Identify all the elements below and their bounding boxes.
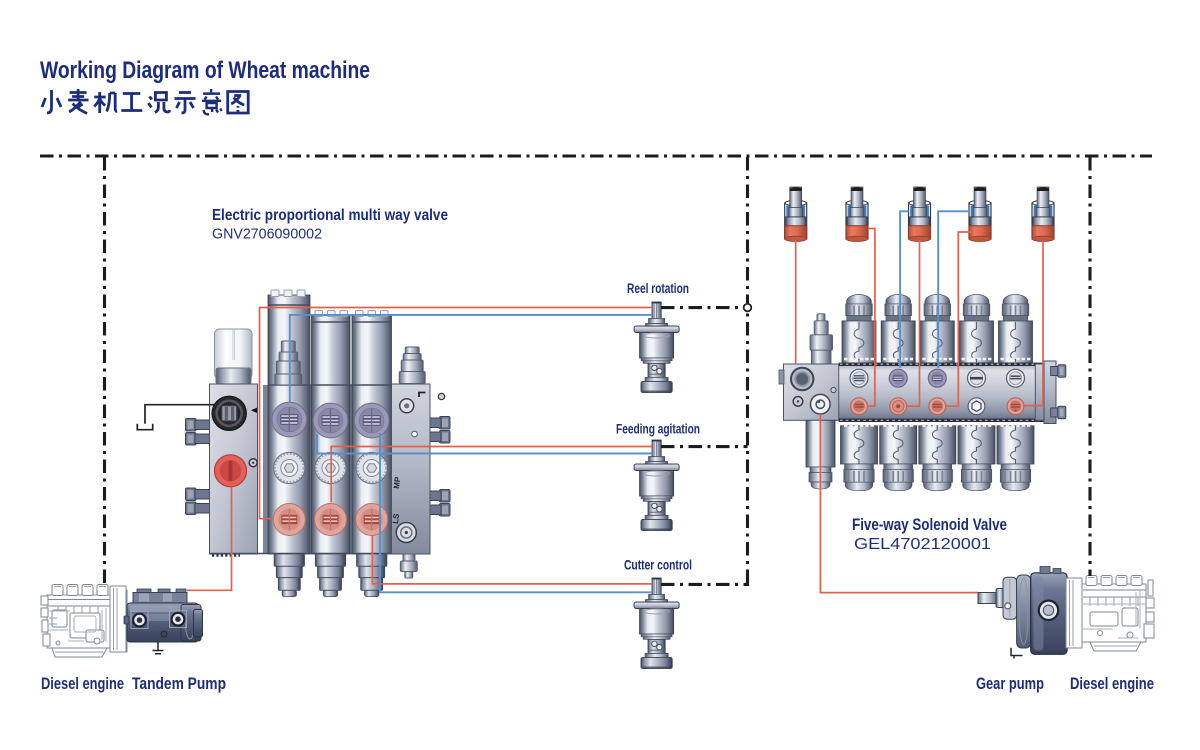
svg-text:Feeding agitation: Feeding agitation [616, 422, 700, 437]
svg-text:GNV2706090002: GNV2706090002 [212, 226, 322, 243]
svg-text:Electric proportional multi wa: Electric proportional multi way valve [212, 207, 448, 224]
svg-text:Tandem Pump: Tandem Pump [132, 675, 226, 693]
svg-text:LS: LS [391, 512, 401, 524]
svg-text:Diesel engine: Diesel engine [1070, 675, 1154, 693]
svg-text:Cutter control: Cutter control [624, 558, 692, 573]
svg-text:Five-way Solenoid Valve: Five-way Solenoid Valve [852, 515, 1007, 534]
svg-text:Reel rotation: Reel rotation [627, 281, 689, 296]
svg-text:Working Diagram of Wheat machi: Working Diagram of Wheat machine [40, 57, 370, 84]
svg-text:GEL4702120001: GEL4702120001 [854, 536, 991, 553]
svg-text:MP: MP [392, 476, 402, 490]
svg-text:Diesel engine: Diesel engine [41, 675, 124, 693]
svg-text:Gear pump: Gear pump [976, 675, 1044, 693]
